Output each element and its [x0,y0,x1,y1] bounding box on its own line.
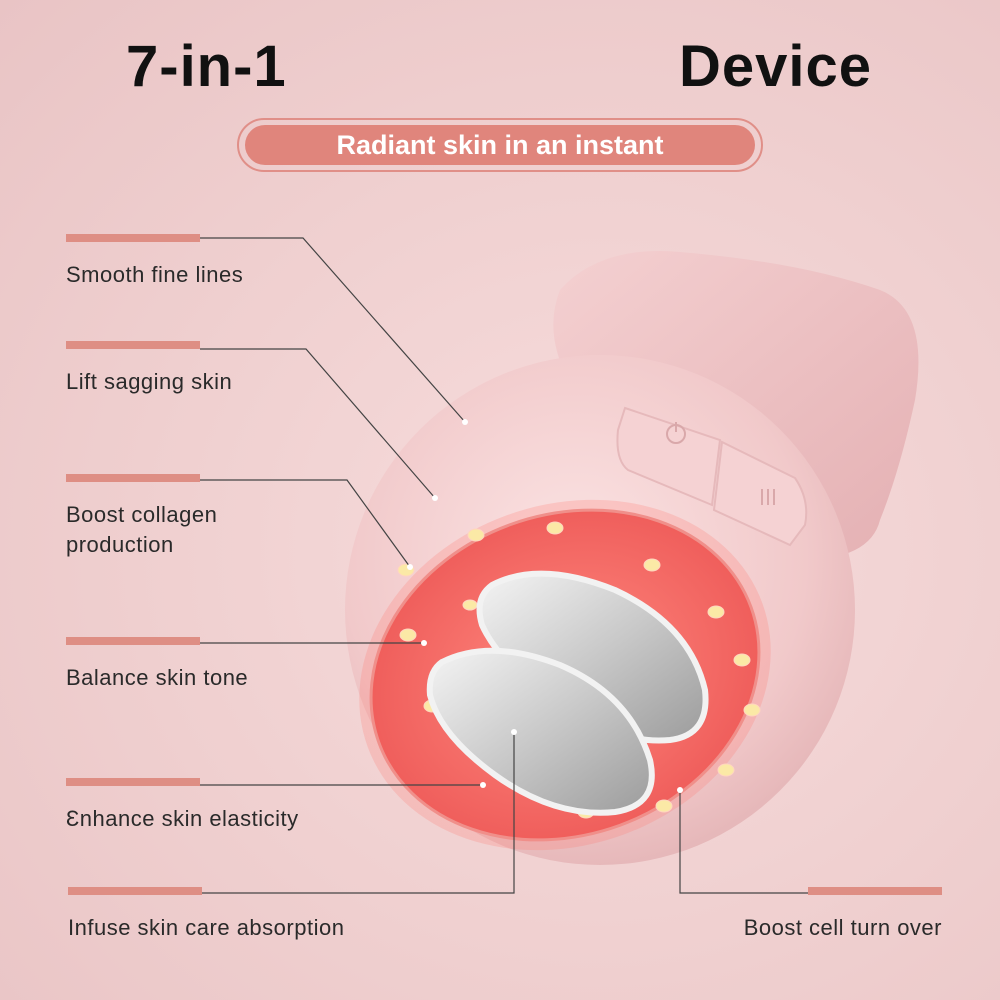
feature-bar [66,637,200,645]
feature-infuse-absorption: Infuse skin care absorption [68,887,428,943]
device-buttons [616,406,808,547]
metal-plates [426,570,709,816]
device-button-power [616,406,722,507]
headline-right: Device [678,34,872,99]
feature-bar [66,341,200,349]
power-icon [666,422,686,444]
feature-label: Balance skin tone [66,665,249,690]
feature-smooth-fine-lines: Smooth fine lines [66,234,366,290]
feature-bar [66,474,200,482]
feature-boost-collagen: Boost collagen production [66,474,266,560]
metal-plate-lower [426,647,655,816]
feature-lift-sagging-skin: Lift sagging skin [66,341,366,397]
feature-label: Boost collagen production [66,502,218,557]
feature-balance-skin-tone: Balance skin tone [66,637,366,693]
feature-label: Boost cell turn over [743,915,942,940]
feature-bar [66,234,200,242]
metal-plate-upper [476,570,709,744]
tagline-pill: Radiant skin in an instant [237,118,763,172]
feature-bar [808,887,942,895]
device-button-mode [712,440,808,547]
feature-enhance-elasticity: Ɛnhance skin elasticity [66,778,366,834]
feature-boost-cell-turnover: Boost cell turn over [682,887,942,943]
feature-bar [66,778,200,786]
tagline-text: Radiant skin in an instant [245,125,755,165]
feature-label: Smooth fine lines [66,262,244,287]
feature-label: Ɛnhance skin elasticity [66,806,299,831]
headline-left: 7-in-1 [126,34,287,99]
leader-dots [407,419,683,793]
feature-label: Lift sagging skin [66,369,233,394]
feature-label: Infuse skin care absorption [68,915,345,940]
leader-lines [200,237,808,894]
feature-bar [68,887,202,895]
mode-icon [761,489,775,505]
